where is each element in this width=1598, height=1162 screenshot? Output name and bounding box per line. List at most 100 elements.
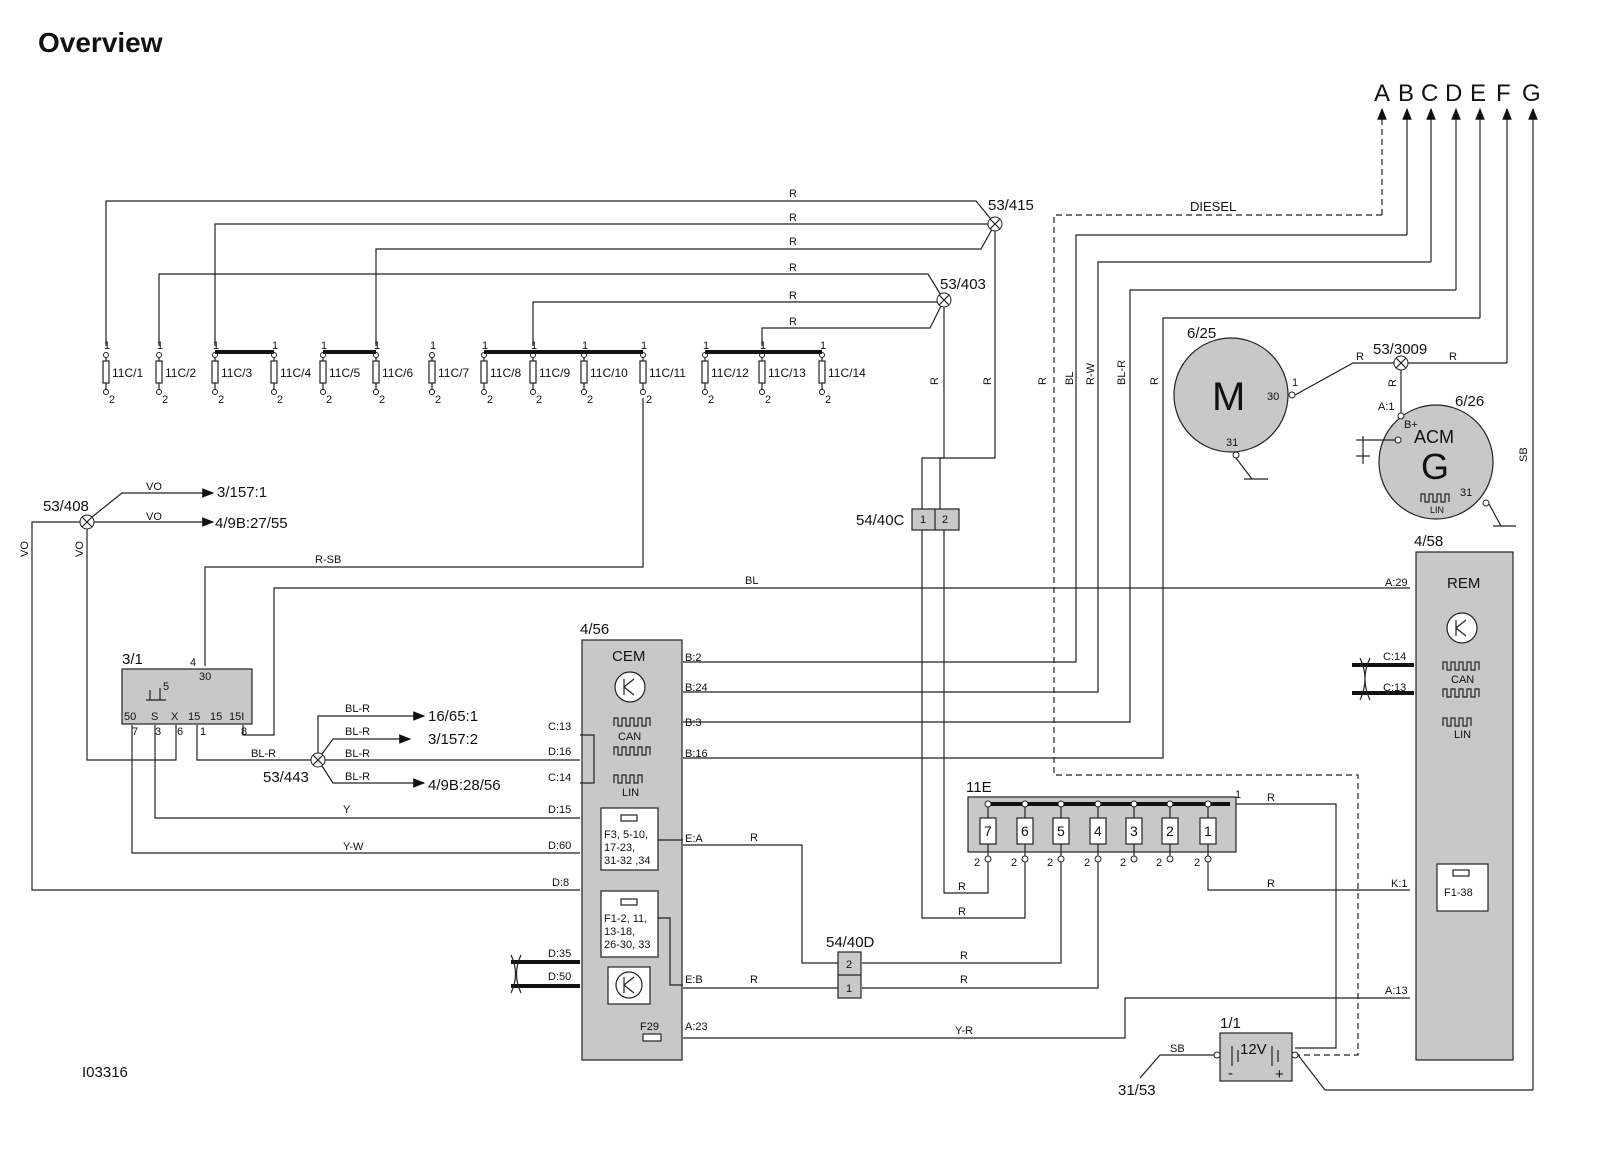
fuse-pin-label: 2 — [487, 394, 493, 406]
rem-pin: K:1 — [1391, 878, 1408, 890]
output-letters: A B C D E F G — [1374, 80, 1541, 107]
fuse-pin-label: 1 — [213, 340, 219, 352]
fuse-label: 11C/7 — [438, 366, 469, 380]
relay-slot-label: 1 — [1204, 823, 1212, 839]
cem-fuse-text: 17-23, — [604, 842, 635, 854]
fuse-pin — [373, 389, 379, 395]
relay-pin — [984, 855, 992, 863]
diesel-label: DIESEL — [1190, 199, 1236, 214]
relay-pin-label: 2 — [1120, 857, 1126, 869]
wire-label: R — [1267, 878, 1275, 890]
ground-label: 31/53 — [1118, 1082, 1156, 1099]
output-g: G — [1522, 80, 1541, 107]
fuse-body — [211, 360, 219, 384]
cem-pin: C:14 — [548, 772, 571, 784]
wire-label: Y-R — [955, 1025, 973, 1037]
cem-pin: D:60 — [548, 840, 571, 852]
fuse-body — [480, 360, 488, 384]
output-e: E — [1470, 80, 1486, 107]
fuse-pin — [103, 352, 109, 358]
relay-pin — [1204, 800, 1212, 808]
cem-fuse-text: 26-30, 33 — [604, 939, 650, 951]
relay-pin-label: 2 — [974, 857, 980, 869]
wire-label: R — [789, 188, 797, 200]
battery-plus: + — [1275, 1066, 1284, 1083]
cem-pin: D:35 — [548, 948, 571, 960]
cem-power-wires: R R R R Y-R — [683, 832, 1410, 1039]
fuse-label: 11C/2 — [165, 366, 196, 380]
generator-a1: A:1 — [1378, 401, 1395, 413]
rem-id: 4/58 — [1414, 533, 1443, 550]
relay-slot-3: 32 — [1120, 800, 1143, 869]
fuse-label: 11C/5 — [329, 366, 360, 380]
cem-pin: B:2 — [685, 652, 702, 664]
relay-slot-5: 52 — [1047, 800, 1070, 869]
fuse-pin-label: 2 — [109, 394, 115, 406]
fuse-pin-label: 2 — [708, 394, 714, 406]
cem-pin: D:15 — [548, 804, 571, 816]
fuse-label: 11C/4 — [280, 366, 311, 380]
wire-label: SB — [1170, 1043, 1185, 1055]
splice-53-403-label: 53/403 — [940, 276, 986, 293]
splice-53-443-label: 53/443 — [263, 769, 309, 786]
cem-fuse-text: 13-18, — [604, 926, 635, 938]
fuse-pin-label: 1 — [157, 340, 163, 352]
wire-label: BL-R — [1116, 360, 1128, 385]
fuse-pin-label: 1 — [272, 340, 278, 352]
splice-53-403: 53/403 R R R R — [158, 262, 1026, 919]
wire-label: R — [982, 377, 994, 385]
relay-pin-label: 2 — [1084, 857, 1090, 869]
cem-fuse-text: F1-2, 11, — [604, 913, 647, 925]
relay-block-id: 11E — [966, 779, 992, 796]
fuse-pin — [156, 352, 162, 358]
fuse-body — [372, 360, 380, 384]
fuse-pin — [702, 389, 708, 395]
fuse-body — [270, 360, 278, 384]
fuse-body — [529, 360, 537, 384]
fuse-pin-label: 1 — [531, 340, 537, 352]
rem-fuse: F1-38 — [1444, 887, 1473, 899]
fuse-body — [701, 360, 709, 384]
ignition-pin: 4 — [190, 657, 196, 669]
cem-pin: D:16 — [548, 746, 571, 758]
fuse-pin-label: 1 — [482, 340, 488, 352]
fuse-pin-label: 1 — [104, 340, 110, 352]
fuse-pin-label: 1 — [374, 340, 380, 352]
wire-label: BL-R — [345, 771, 370, 783]
cem-pin: B:3 — [685, 717, 702, 729]
rem-lin: LIN — [1454, 729, 1471, 741]
relay-slot-1: 12 — [1194, 800, 1217, 869]
wire-label: R-SB — [315, 554, 341, 566]
output-wires: DIESEL R BL R-W BL-R R SB — [683, 199, 1530, 1056]
fuse-pin-label: 2 — [277, 394, 283, 406]
rem-pin: C:14 — [1383, 651, 1406, 663]
ignition-switch-3-1: 3/1 4 30 5 50 S X 15 15 15I 7 3 6 1 8 BL… — [121, 651, 580, 854]
fuse-pin — [759, 389, 765, 395]
relay-slot-label: 3 — [1130, 823, 1138, 839]
ignition-pin: X — [171, 711, 179, 723]
generator-symbol: G — [1421, 446, 1449, 487]
cem-can: CAN — [618, 731, 641, 743]
vo-target: 3/157:1 — [217, 484, 267, 501]
generator-pin31: 31 — [1460, 487, 1472, 499]
fuse-pin-label: 2 — [379, 394, 385, 406]
wire-label: R — [1356, 351, 1364, 363]
ignition-pin: 1 — [200, 726, 206, 738]
relay-pin — [1166, 855, 1174, 863]
cem-pin: B:24 — [685, 682, 708, 694]
ignition-pin: 5 — [163, 681, 169, 693]
splice-53-415-label: 53/415 — [988, 197, 1034, 214]
ignition-pin: 7 — [132, 726, 138, 738]
rem-name: REM — [1447, 575, 1480, 592]
relay-slot-7: 72 — [974, 800, 997, 869]
ignition-pin: 15 — [210, 711, 222, 723]
relay-slot-label: 6 — [1021, 823, 1029, 839]
fuse-pin-label: 2 — [765, 394, 771, 406]
